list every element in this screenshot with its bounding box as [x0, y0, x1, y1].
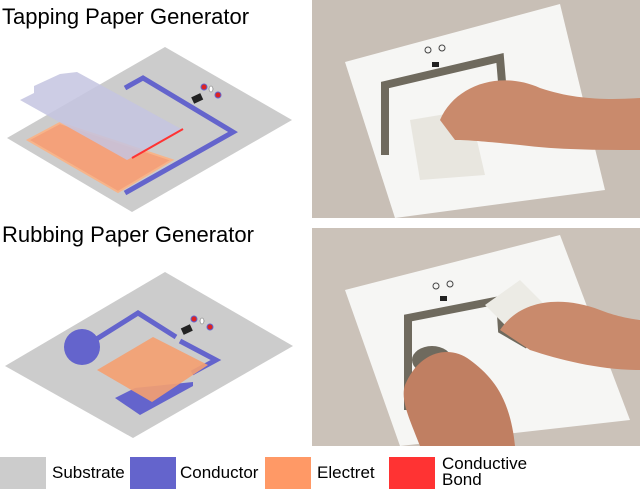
- legend-swatch-conductive-bond: [389, 457, 435, 489]
- legend-label-electret: Electret: [317, 463, 375, 482]
- led-circuit-icon: [432, 280, 454, 301]
- legend-swatch-conductor: [130, 457, 176, 489]
- legend-label-substrate: Substrate: [52, 463, 125, 482]
- hand: [440, 80, 640, 150]
- electret: [25, 121, 175, 194]
- tapping-title: Tapping Paper Generator: [2, 4, 250, 29]
- led-circuit-icon: [191, 83, 222, 104]
- conductor-trace: [93, 310, 178, 343]
- rubbing-diagram: [5, 272, 293, 438]
- top-sheet: [20, 72, 183, 160]
- led-circuit-icon: [180, 315, 214, 335]
- hand: [403, 352, 515, 446]
- hand: [500, 301, 640, 370]
- rubbing-photo: [312, 228, 640, 446]
- conductive-bond: [131, 128, 184, 159]
- led-circuit-icon: [424, 44, 446, 67]
- tapping-diagram: [7, 47, 292, 212]
- tapping-photo: [312, 0, 640, 218]
- legend-swatch-substrate: [0, 457, 46, 489]
- legend-label-conductor: Conductor: [180, 463, 259, 482]
- rubbing-title: Rubbing Paper Generator: [2, 222, 254, 247]
- legend-label-conductive-bond: Conductive Bond: [442, 454, 528, 489]
- electret: [97, 337, 208, 402]
- legend-swatch-electret: [265, 457, 311, 489]
- conductor-trace: [123, 75, 238, 196]
- conductor-pad: [64, 329, 100, 365]
